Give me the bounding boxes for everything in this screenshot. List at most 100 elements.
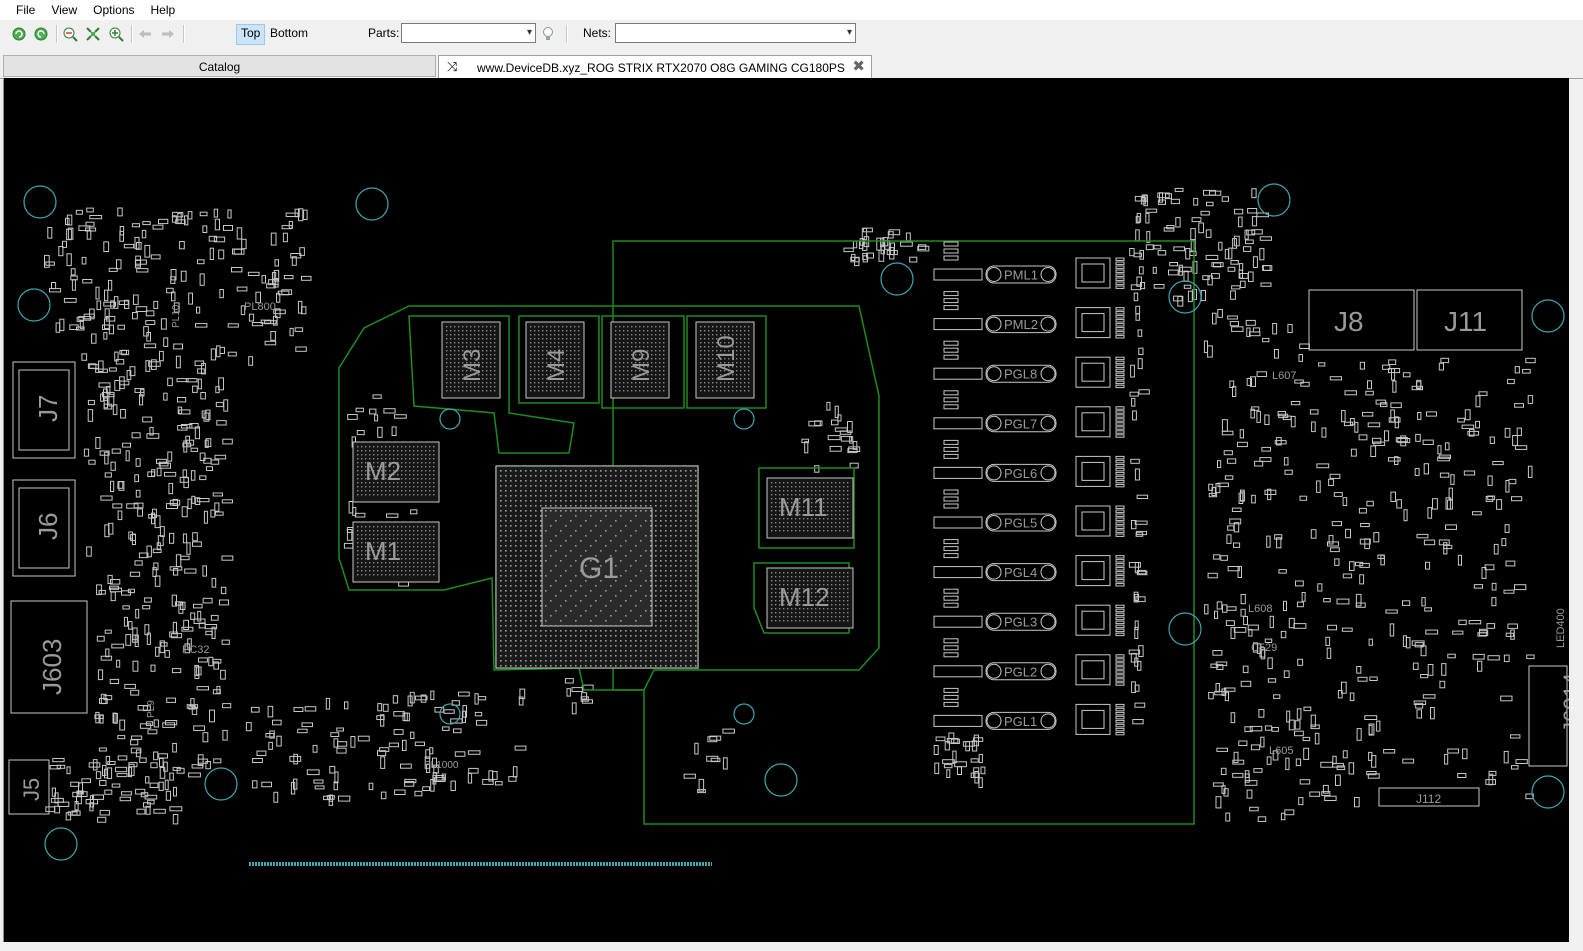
menu-file[interactable]: File <box>16 3 36 17</box>
label-c529: C529 <box>1251 642 1277 654</box>
memory-m12 <box>766 567 854 629</box>
connector-j6 <box>12 479 76 577</box>
chevron-down-icon: ▾ <box>526 27 532 38</box>
back-arrow-icon[interactable] <box>137 26 153 42</box>
connector-j7 <box>12 361 76 459</box>
tab-board-label: www.DeviceDB.xyz_ROG STRIX RTX2070 O8G G… <box>477 61 845 75</box>
mounting-hole <box>733 408 755 430</box>
menu-bar: File View Options Help <box>0 0 1583 20</box>
label-pml1: PML1 <box>1004 268 1038 283</box>
label-j11: J11 <box>1444 306 1487 337</box>
label-m10: M10 <box>713 335 740 382</box>
mounting-hole <box>44 827 78 861</box>
label-j5: J5 <box>19 778 44 801</box>
label-j603: J603 <box>37 639 67 695</box>
component-pads <box>44 187 1536 825</box>
lightbulb-icon[interactable] <box>540 26 556 42</box>
mounting-hole <box>764 763 798 797</box>
connector-j5 <box>8 759 50 815</box>
mounting-hole <box>733 703 755 725</box>
mounting-hole <box>880 262 914 296</box>
top-side-button[interactable]: Top <box>236 24 266 45</box>
connector-j603 <box>10 600 88 714</box>
label-l605: L605 <box>1269 745 1293 757</box>
label-pl9: PL9 <box>146 700 157 718</box>
label-m3: M3 <box>459 349 486 382</box>
pcb-layout[interactable]: G1 J7 J6 J603 J5 J8 J11 <box>4 78 1569 942</box>
mounting-hole <box>355 187 389 221</box>
label-pl800: PL800 <box>244 301 276 313</box>
tab-board[interactable]: ⤨ www.DeviceDB.xyz_ROG STRIX RTX2070 O8G… <box>438 55 872 79</box>
label-pml2: PML2 <box>1004 317 1038 332</box>
label-j6014: J6014 <box>1559 673 1569 733</box>
label-m2: M2 <box>365 456 401 486</box>
menu-options[interactable]: Options <box>93 3 135 17</box>
memory-m2 <box>352 441 440 503</box>
tab-catalog[interactable]: Catalog <box>3 55 436 77</box>
menu-view[interactable]: View <box>51 3 78 17</box>
mounting-hole <box>23 185 57 219</box>
parts-label: Parts: <box>368 26 400 40</box>
label-pgl6: PGL6 <box>1004 466 1037 481</box>
label-pl10: PL10 <box>171 304 182 328</box>
inductor-pml2 <box>985 315 1057 334</box>
label-led400: LED400 <box>1555 608 1567 648</box>
mounting-hole <box>1257 183 1291 217</box>
mounting-hole <box>1531 775 1565 809</box>
label-m4: M4 <box>543 349 570 382</box>
mounting-hole <box>439 703 461 725</box>
menu-help[interactable]: Help <box>150 3 176 17</box>
mounting-hole <box>1168 612 1202 646</box>
zoom-in-icon[interactable] <box>108 26 124 42</box>
mounting-hole <box>1531 299 1565 333</box>
label-j6: J6 <box>33 513 63 540</box>
label-pgl2: PGL2 <box>1004 664 1037 679</box>
parts-combo[interactable]: ▾ <box>401 23 536 43</box>
inductor-pgl3 <box>985 612 1057 631</box>
label-pgl4: PGL4 <box>1004 565 1037 580</box>
label-pgl1: PGL1 <box>1004 714 1037 729</box>
inductor-pgl2 <box>985 662 1057 681</box>
label-pgl7: PGL7 <box>1004 416 1037 431</box>
mounting-hole <box>204 767 238 801</box>
inductor-pgl6 <box>985 463 1057 482</box>
mounting-hole <box>17 288 51 322</box>
mounting-hole <box>1168 280 1202 314</box>
connector-j6014 <box>1528 665 1568 767</box>
inductor-pgl8 <box>985 364 1057 383</box>
label-m12: M12 <box>779 582 830 612</box>
bottom-side-button[interactable]: Bottom <box>270 26 309 40</box>
label-l607: L607 <box>1272 370 1296 382</box>
label-pgl3: PGL3 <box>1004 615 1037 630</box>
memory-m11 <box>766 477 854 539</box>
connector-j112 <box>1378 787 1480 807</box>
rotate-left-icon[interactable] <box>11 26 27 42</box>
label-g1: G1 <box>579 552 619 585</box>
shuffle-icon[interactable]: ⤨ <box>447 59 458 74</box>
inductor-pgl4 <box>985 563 1057 582</box>
label-m1: M1 <box>365 536 401 566</box>
label-j7: J7 <box>33 395 63 422</box>
board-canvas[interactable]: G1 J7 J6 J603 J5 J8 J11 <box>3 78 1569 942</box>
memory-m1 <box>352 521 440 583</box>
rotate-right-icon[interactable] <box>33 26 49 42</box>
label-j8: J8 <box>1334 306 1364 337</box>
inductor-pgl1 <box>985 711 1057 730</box>
label-l608: L608 <box>1248 603 1272 615</box>
nets-combo[interactable]: ▾ <box>615 23 856 43</box>
toolbar: Top Bottom Parts: ▾ Nets: ▾ <box>0 20 1583 48</box>
forward-arrow-icon[interactable] <box>160 26 176 42</box>
inductor-pgl7 <box>985 414 1057 433</box>
label-pc32: PC32 <box>182 644 210 656</box>
label-pgl5: PGL5 <box>1004 516 1037 531</box>
label-j112: J112 <box>1416 792 1441 806</box>
connector-j11 <box>1416 289 1523 351</box>
label-pl1000: PL1000 <box>424 760 459 771</box>
close-icon[interactable]: ✖ <box>852 58 865 75</box>
nets-label: Nets: <box>583 26 612 40</box>
inductor-pml1 <box>985 265 1057 284</box>
chevron-down-icon: ▾ <box>846 27 852 38</box>
label-pgl8: PGL8 <box>1004 367 1037 382</box>
zoom-out-icon[interactable] <box>62 26 78 42</box>
zoom-fit-icon[interactable] <box>85 26 101 42</box>
